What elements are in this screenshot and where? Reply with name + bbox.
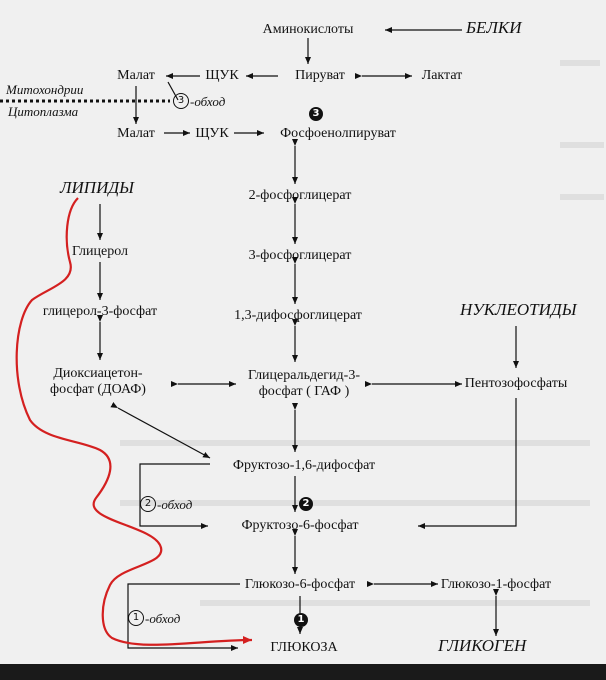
arrow-dhap-f16bp [110, 402, 211, 459]
bypass3-marker: 3 [173, 93, 189, 109]
label-mitochondria: Митохондрии [6, 82, 84, 97]
node-pg3: 3-фосфоглицерат [248, 248, 352, 263]
node-f6p: Фруктозо-6-фосфат [241, 518, 359, 533]
node-pentose: Пентозофосфаты [464, 376, 568, 391]
node-gap: Глицеральдегид-3- фосфат ( ГАФ ) [248, 368, 360, 399]
node-dhap: Диоксиацетон- фосфат (ДОАФ) [50, 366, 146, 397]
node-g6p: Глюкозо-6-фосфат [244, 577, 356, 592]
node-glycerol3p: глицерол-3-фосфат [42, 304, 158, 319]
node-glycerol: Глицерол [71, 244, 129, 259]
node-pep: Фосфоенолпируват [280, 126, 396, 141]
bleed-line [120, 500, 590, 506]
node-shchuk-bottom: ЩУК [195, 126, 229, 141]
bypass2-marker: 2 [140, 496, 156, 512]
bottom-bar [0, 664, 606, 680]
node-g1p: Глюкозо-1-фосфат [440, 577, 552, 592]
node-pg2: 2-фосфоглицерат [248, 188, 352, 203]
label-bypass2: -обход [157, 497, 193, 512]
node-shchuk-top: ЩУК [205, 68, 239, 83]
node-malate-bottom: Малат [117, 126, 155, 141]
arrow-pentose-f6p [418, 398, 517, 529]
bleed-line [120, 440, 590, 446]
node-glucose: ГЛЮКОЗА [270, 640, 338, 655]
node-bpg13: 1,3-дифосфоглицерат [234, 308, 362, 323]
bypass2-bracket [139, 463, 210, 529]
node-aminoacids: Аминокислоты [262, 22, 354, 37]
node-lipids: ЛИПИДЫ [60, 178, 134, 197]
bleed-line [560, 142, 604, 148]
label-bypass3: -обход [190, 94, 226, 109]
node-malate-top: Малат [117, 68, 155, 83]
node-glycogen: ГЛИКОГЕН [438, 636, 527, 655]
node-nucleotides: НУКЛЕОТИДЫ [460, 300, 577, 319]
bleed-line [200, 600, 590, 606]
enzyme-marker-1: 1 [294, 613, 308, 627]
lipid-to-glucose-path [15, 197, 253, 646]
bleed-line [560, 194, 604, 200]
node-lactate: Лактат [421, 68, 463, 83]
bypass1-marker: 1 [128, 610, 144, 626]
enzyme-marker-3: 3 [309, 107, 323, 121]
node-f16bp: Фруктозо-1,6-дифосфат [232, 458, 376, 473]
bleed-line [560, 60, 600, 66]
label-cytoplasm: Цитоплазма [8, 104, 79, 119]
node-pyruvate: Пируват [295, 68, 345, 83]
label-bypass1: -обход [145, 611, 181, 626]
enzyme-marker-2: 2 [299, 497, 313, 511]
node-proteins: БЕЛКИ [466, 18, 522, 37]
